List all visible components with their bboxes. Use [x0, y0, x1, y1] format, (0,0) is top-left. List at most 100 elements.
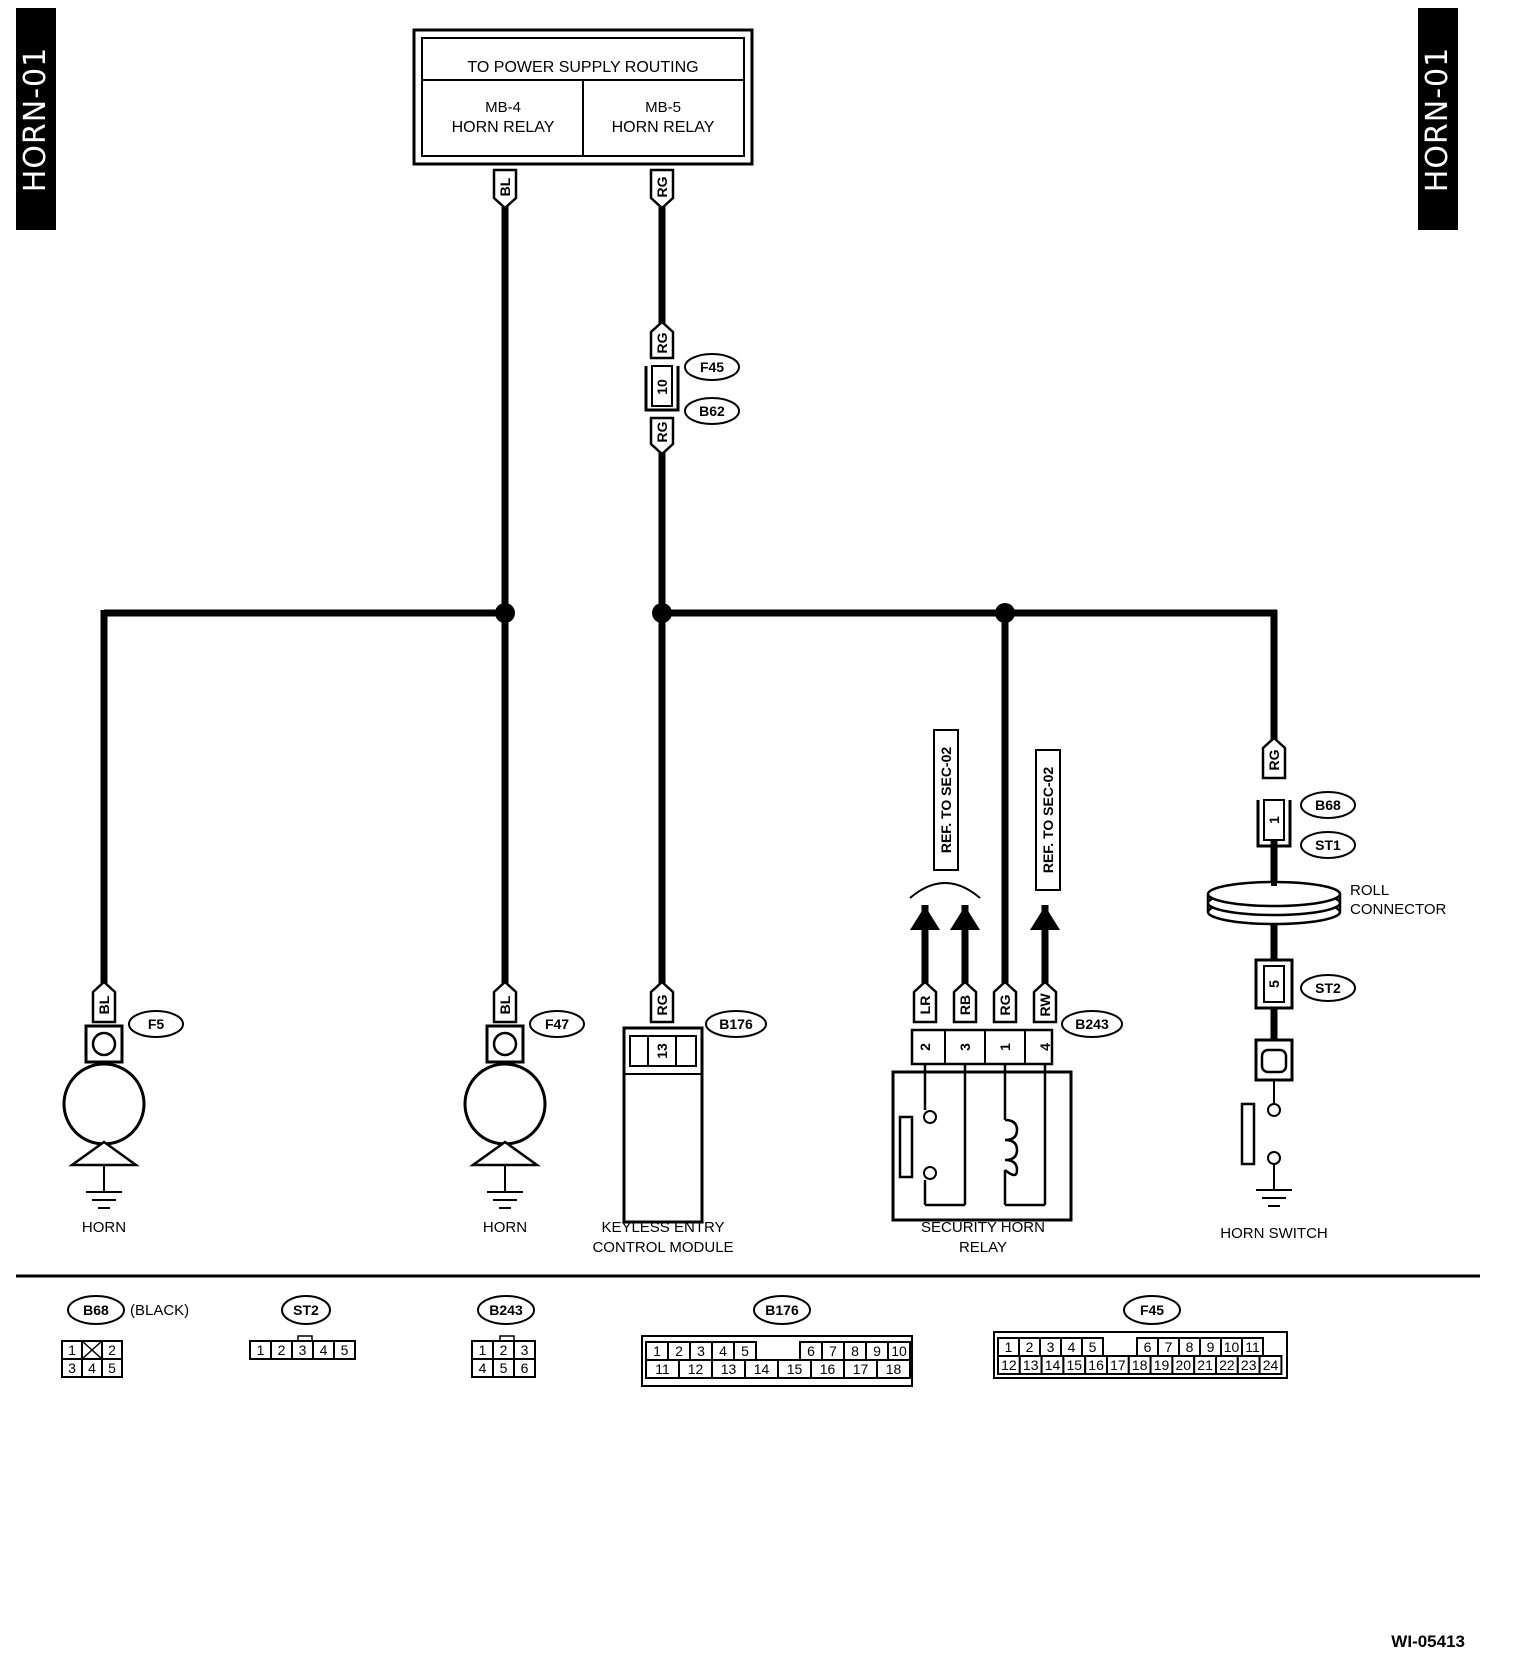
keyless-entry-module: 13 — [622, 1026, 704, 1224]
connector-label-f45: F45 — [684, 353, 740, 381]
wire-tag-rg-top — [649, 168, 675, 210]
wire-label-rg-b243: RG — [997, 994, 1013, 1015]
pin-f45-b62: 10 — [654, 379, 670, 395]
wires — [100, 188, 1278, 1045]
label-b68: B68 — [1315, 797, 1341, 813]
wire-label-rg-top: RG — [654, 176, 670, 197]
st2-pin-5: 5 — [341, 1342, 349, 1358]
mb4-label: MB-4 — [485, 99, 521, 116]
ref-box-1: REF. TO SEC-02 — [933, 729, 959, 871]
b176-pin-12: 12 — [688, 1361, 704, 1377]
f45-pin-14: 14 — [1045, 1357, 1061, 1373]
f45-pin-24: 24 — [1263, 1357, 1279, 1373]
ref-label-1: REF. TO SEC-02 — [938, 747, 954, 854]
b176-pin-6: 6 — [807, 1343, 815, 1359]
label-f47: F47 — [545, 1016, 569, 1032]
b176-pin-4: 4 — [719, 1343, 727, 1359]
pin-b243-4: 4 — [1037, 1043, 1053, 1051]
junction-dot-rg — [652, 603, 672, 623]
legend-label-b68: B68 — [83, 1302, 109, 1318]
relay-label-line2: RELAY — [959, 1239, 1007, 1256]
horn-left-label: HORN — [82, 1219, 126, 1236]
connector-st2: 5 — [1254, 958, 1294, 1010]
roll-connector — [1206, 880, 1342, 926]
connector-label-f5: F5 — [128, 1010, 184, 1038]
junction-dot-relay — [995, 603, 1015, 623]
keyless-label-line2: CONTROL MODULE — [592, 1239, 733, 1256]
f45-pin-9: 9 — [1207, 1339, 1215, 1355]
connector-label-st2: ST2 — [1300, 974, 1356, 1002]
f45-pin-22: 22 — [1219, 1357, 1235, 1373]
pin-b243-2: 2 — [917, 1043, 933, 1051]
st2-pin-1: 1 — [257, 1342, 265, 1358]
legend-label-f45: F45 — [1140, 1302, 1164, 1318]
mb5-horn-relay-label: HORN RELAY — [612, 119, 715, 136]
st2-cell — [333, 1340, 356, 1360]
f45-housing — [993, 1331, 1288, 1379]
connector-label-b243: B243 — [1061, 1010, 1123, 1038]
pin-b243-1: 1 — [997, 1043, 1013, 1051]
ref-label-2: REF. TO SEC-02 — [1040, 767, 1056, 874]
horn-right — [463, 1024, 547, 1209]
wire-label-bl-f5: BL — [96, 995, 112, 1014]
wire-label-bl-top: BL — [497, 177, 513, 196]
st2-pin-2: 2 — [278, 1342, 286, 1358]
pin-st2-5: 5 — [1266, 980, 1282, 988]
pin-b243-3: 3 — [957, 1043, 973, 1051]
wire-tag-rg-b176 — [649, 980, 675, 1024]
document-id: WI-05413 — [1391, 1632, 1465, 1651]
bracket-arc — [909, 882, 981, 899]
roll-connector-label-line1: ROLL — [1350, 882, 1389, 899]
f45-pin-16: 16 — [1088, 1357, 1104, 1373]
b176-pin-5: 5 — [741, 1343, 749, 1359]
f45-pin-7: 7 — [1165, 1339, 1173, 1355]
b243-pin-5: 5 — [500, 1360, 508, 1376]
connector-label-f47: F47 — [529, 1010, 585, 1038]
b243-pin-4: 4 — [479, 1360, 487, 1376]
b243-pin-6: 6 — [521, 1360, 529, 1376]
wire-tag-bl-f47 — [492, 980, 518, 1024]
junction-dot-bl — [495, 603, 515, 623]
f45-pin-6: 6 — [1144, 1339, 1152, 1355]
b176-housing — [641, 1335, 913, 1387]
page-tab-left: HORN-01 — [16, 8, 56, 230]
f45-pin-15: 15 — [1067, 1357, 1083, 1373]
b176-pin-18: 18 — [886, 1361, 902, 1377]
horn-right-label: HORN — [483, 1219, 527, 1236]
horn-switch-label: HORN SWITCH — [1220, 1225, 1328, 1242]
f45-pin-23: 23 — [1241, 1357, 1257, 1373]
b176-pin-14: 14 — [754, 1361, 770, 1377]
st2-pin-4: 4 — [320, 1342, 328, 1358]
st2-pin-3: 3 — [299, 1342, 307, 1358]
label-b176: B176 — [719, 1016, 753, 1032]
f45-pin-3: 3 — [1047, 1339, 1055, 1355]
power-supply-box: TO POWER SUPPLY ROUTING MB-4 HORN RELAY … — [412, 28, 754, 166]
wire-label-rg-b62: RG — [654, 421, 670, 442]
b68-pin-4: 4 — [88, 1360, 96, 1376]
b176-pin-8: 8 — [851, 1343, 859, 1359]
f45-pin-18: 18 — [1132, 1357, 1148, 1373]
wire-tag-rb — [952, 980, 978, 1024]
f45-pin-13: 13 — [1023, 1357, 1039, 1373]
relay-label-line1: SECURITY HORN — [921, 1219, 1045, 1236]
wire-label-rg-f45: RG — [654, 332, 670, 353]
connector-label-b62: B62 — [684, 397, 740, 425]
horn-left — [62, 1024, 146, 1209]
b68-pin-1: 1 — [68, 1342, 76, 1358]
f45-pin-12: 12 — [1001, 1357, 1017, 1373]
b68-pin-2: 2 — [108, 1342, 116, 1358]
connector-b68-st1: 1 — [1256, 799, 1292, 848]
keyless-label-line1: KEYLESS ENTRY — [601, 1219, 724, 1236]
connector-label-b68: B68 — [1300, 791, 1356, 819]
label-st1: ST1 — [1315, 837, 1341, 853]
b176-pin-9: 9 — [873, 1343, 881, 1359]
wire-label-lr: LR — [917, 996, 933, 1015]
b176-pin-15: 15 — [787, 1361, 803, 1377]
wire-label-bl-f47: BL — [497, 995, 513, 1014]
b176-pin-10: 10 — [891, 1343, 907, 1359]
